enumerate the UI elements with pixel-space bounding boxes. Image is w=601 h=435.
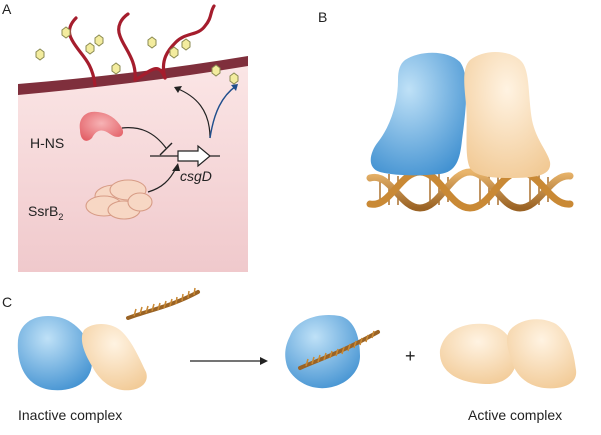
bound-blue-protein — [285, 314, 360, 389]
inactive-blue-protein — [17, 316, 92, 391]
tan-protein — [464, 51, 551, 178]
hns-protein — [79, 111, 124, 141]
reaction-arrow — [190, 357, 268, 365]
ssrb2-protein — [85, 179, 153, 220]
panel-b-complex — [366, 51, 574, 212]
repression-line — [121, 127, 167, 149]
hns-label: H-NS — [30, 135, 64, 151]
molecules — [35, 26, 239, 85]
active-tan-left — [439, 323, 517, 384]
blue-protein — [370, 52, 467, 176]
export-arrow-right — [209, 85, 237, 139]
plus-sign: + — [405, 346, 416, 366]
panel-c-label: C — [2, 294, 12, 310]
blue-dna-complex — [285, 314, 380, 389]
ssrb2-subscript: 2 — [58, 212, 63, 222]
csgd-gene: csgD — [150, 144, 220, 184]
inactive-tan-protein — [81, 324, 147, 391]
dna-helix — [366, 168, 574, 212]
inactive-complex — [17, 316, 147, 391]
cytoplasm — [18, 62, 248, 272]
inactive-complex-label: Inactive complex — [18, 407, 122, 423]
curli-fibers — [67, 4, 216, 87]
membrane — [18, 56, 248, 95]
panel-a-label: A — [2, 1, 12, 17]
export-arrow-left — [175, 87, 211, 139]
panel-a-cell: H-NS csgD SsrB2 — [18, 4, 248, 272]
gene-label: csgD — [180, 168, 212, 184]
active-complex-label: Active complex — [468, 407, 562, 423]
dna-fragment — [126, 287, 200, 320]
ssrb2-label: SsrB2 — [28, 203, 63, 222]
panel-b-label: B — [318, 9, 327, 25]
active-complex — [439, 319, 577, 389]
active-tan-right — [506, 319, 577, 389]
